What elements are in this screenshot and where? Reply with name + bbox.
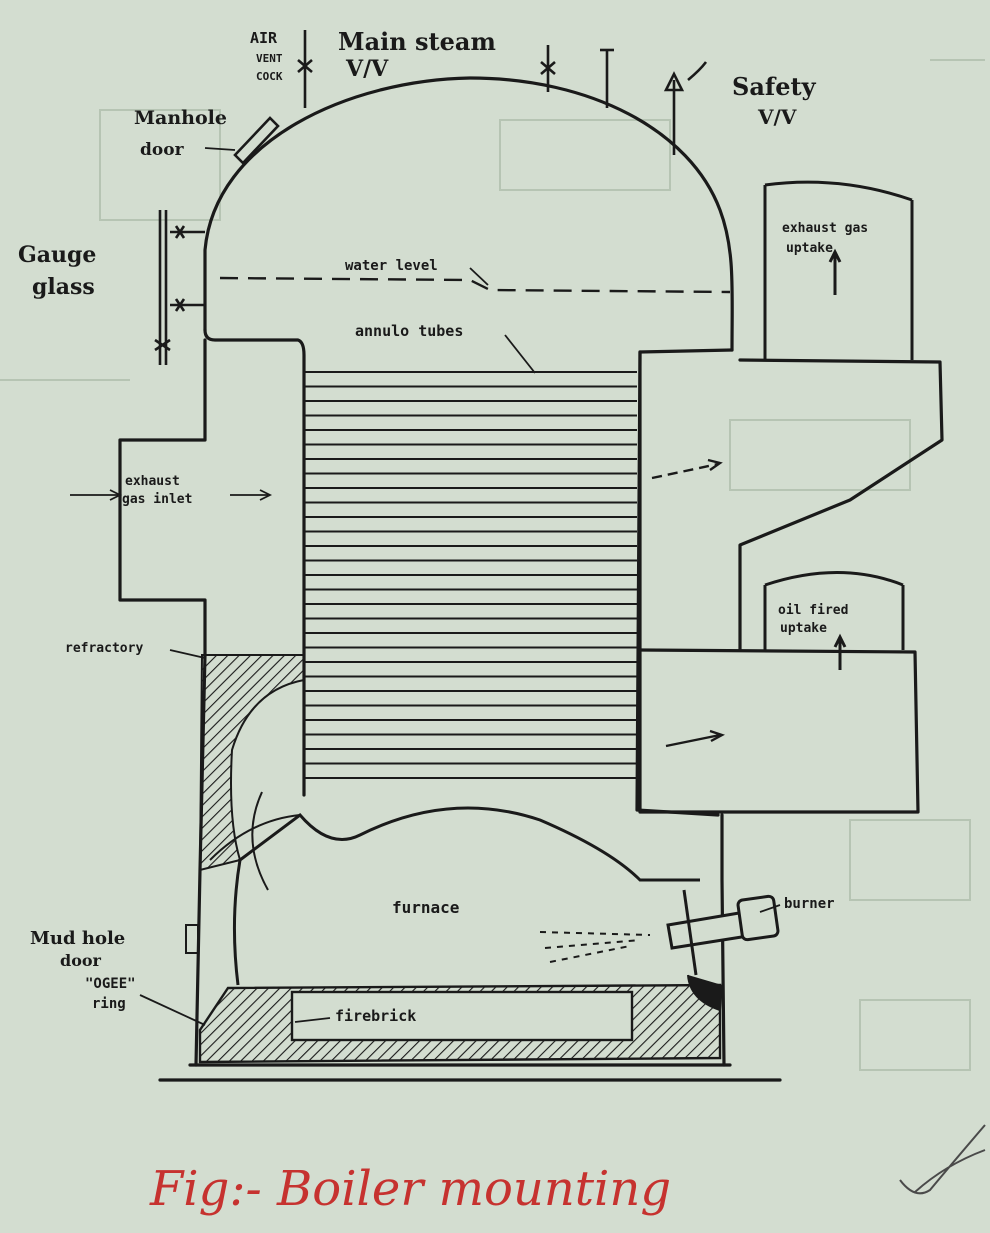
labels: AIR VENT COCK Main steam V/V Safety V/V … xyxy=(18,27,868,1025)
check-mark xyxy=(899,1124,986,1195)
exhaust-gas-inlet-label-2: gas inlet xyxy=(122,492,192,507)
exhaust-gas-uptake-pipe xyxy=(763,180,914,360)
gauge-glass-label-2: glass xyxy=(32,274,95,300)
gauge-glass-label-1: Gauge xyxy=(18,242,96,268)
mud-hole-door-label-2: door xyxy=(60,951,102,970)
air-vent-cock-label-3: COCK xyxy=(256,70,283,83)
oil-fired-uptake-pipe xyxy=(763,571,905,670)
refractory-label: refractory xyxy=(65,641,143,656)
figure-caption: Fig:- Boiler mounting xyxy=(149,1161,671,1217)
top-mountings xyxy=(233,30,708,165)
air-vent-cock-label-2: VENT xyxy=(256,52,283,65)
refractory-region xyxy=(198,654,305,872)
burner-label: burner xyxy=(784,896,835,912)
burner-spray xyxy=(539,931,651,963)
furnace-label: furnace xyxy=(392,898,459,917)
annulo-tubes xyxy=(304,371,637,779)
firebrick-label: firebrick xyxy=(335,1007,416,1025)
firebrick-block xyxy=(290,990,634,1042)
mud-hole-door xyxy=(185,924,199,954)
water-level-line xyxy=(219,276,731,294)
burner xyxy=(666,889,780,976)
background-bleed xyxy=(0,59,985,1071)
air-vent-cock-label-1: AIR xyxy=(250,29,278,47)
exhaust-gas-uptake-label-1: exhaust gas xyxy=(782,221,868,236)
safety-label-2: V/V xyxy=(757,105,797,129)
ogee-ring-label-1: "OGEE" xyxy=(85,976,136,992)
furnace-crown xyxy=(239,806,700,882)
leader-lines xyxy=(70,147,781,1026)
water-level-label: water level xyxy=(345,258,438,274)
ogee-ring-label-2: ring xyxy=(92,996,126,1012)
boiler-shell xyxy=(118,76,944,1082)
exhaust-gas-inlet-label-1: exhaust xyxy=(125,474,180,489)
ogee-ring xyxy=(687,974,723,1012)
main-steam-label-1: Main steam xyxy=(338,27,496,56)
furnace-left-wall xyxy=(232,859,242,986)
main-steam-label-2: V/V xyxy=(345,56,389,82)
oil-fired-uptake-label-1: oil fired xyxy=(778,603,848,618)
manhole-door-label-1: Manhole xyxy=(134,107,227,129)
gauge-glass-assembly xyxy=(154,210,205,365)
manhole-door-label-2: door xyxy=(140,140,185,160)
mud-hole-door-label-1: Mud hole xyxy=(30,928,125,949)
exhaust-gas-uptake-label-2: uptake xyxy=(786,241,833,256)
gas-flow-arrows xyxy=(651,458,725,748)
oil-fired-uptake-label-2: uptake xyxy=(780,621,827,636)
flame-arc xyxy=(251,791,269,891)
annulo-tubes-label: annulo tubes xyxy=(355,322,463,340)
safety-label-1: Safety xyxy=(732,72,817,101)
